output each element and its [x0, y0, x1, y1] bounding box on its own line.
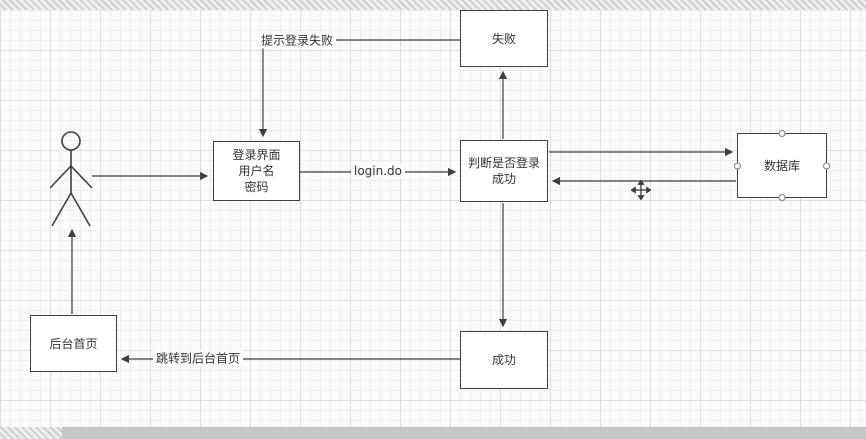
- selection-handle-left[interactable]: [734, 162, 741, 169]
- edge-label-fail-prompt[interactable]: 提示登录失败: [257, 31, 337, 49]
- node-judge-login-line2: 成功: [491, 172, 516, 186]
- canvas-edge-corner: [0, 427, 62, 439]
- node-fail-label: 失败: [491, 31, 516, 46]
- node-database[interactable]: 数据库: [734, 130, 830, 201]
- move-cursor-icon: [630, 179, 652, 201]
- node-login-form-line1: 登录界面: [232, 148, 281, 162]
- selection-handle-right[interactable]: [823, 162, 830, 169]
- edge-label-login-do[interactable]: login.do: [350, 164, 406, 178]
- selection-handle-top[interactable]: [778, 130, 786, 137]
- edge-fail-to-login-form[interactable]: [258, 39, 460, 138]
- selection-handle-bottom[interactable]: [778, 194, 786, 201]
- node-success[interactable]: 成功: [460, 331, 548, 389]
- node-login-form-line2: 用户名: [238, 164, 275, 178]
- node-login-form[interactable]: 登录界面 用户名 密码: [213, 141, 300, 201]
- edge-label-jump-backend[interactable]: 跳转到后台首页: [152, 349, 244, 367]
- node-login-form-line3: 密码: [244, 180, 269, 194]
- node-success-label: 成功: [491, 353, 516, 367]
- node-judge-login-line1: 判断是否登录: [467, 156, 540, 170]
- actor-figure[interactable]: [49, 131, 93, 227]
- node-backend-home[interactable]: 后台首页: [30, 315, 117, 372]
- node-database-label: 数据库: [763, 158, 800, 173]
- canvas-edge-top: [0, 0, 866, 10]
- node-backend-home-label: 后台首页: [49, 336, 98, 351]
- node-judge-login[interactable]: 判断是否登录 成功: [460, 140, 548, 202]
- horizontal-scrollbar[interactable]: [62, 427, 866, 439]
- node-fail[interactable]: 失败: [460, 10, 548, 67]
